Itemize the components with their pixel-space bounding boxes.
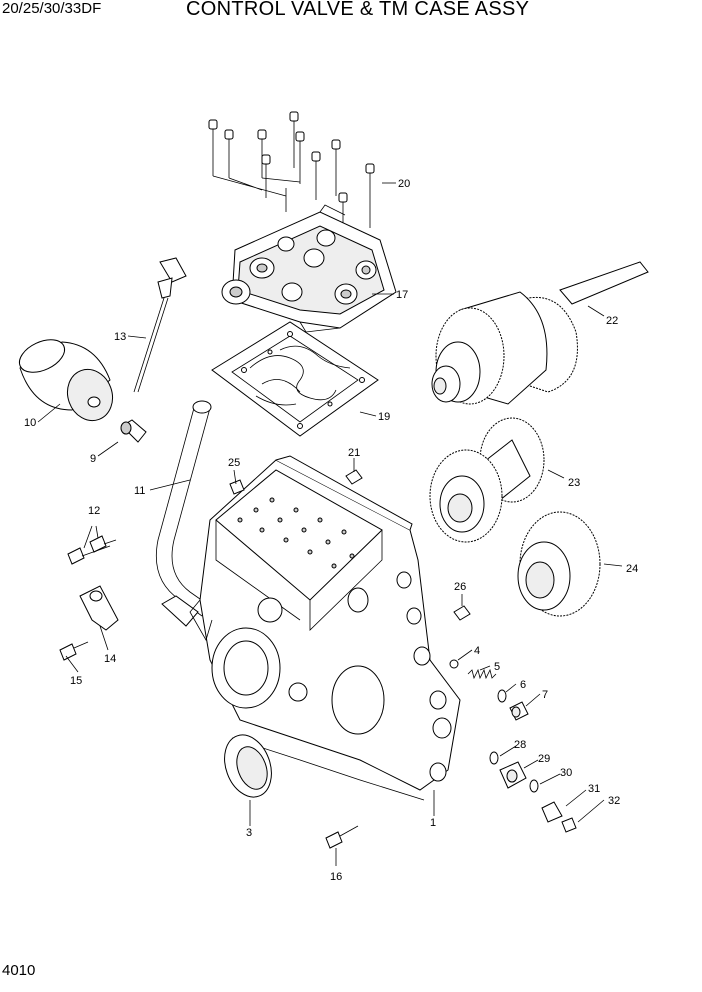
o-ring-6 (497, 689, 507, 703)
oil-seal-3 (224, 734, 272, 798)
callout-14: 14 (104, 653, 116, 665)
callout-13: 13 (114, 331, 126, 343)
callouts: 20 17 19 13 10 9 11 12 14 15 22 23 24 25… (24, 178, 638, 883)
callout-26: 26 (454, 581, 466, 593)
callout-6: 6 (520, 679, 526, 691)
fitting-9 (120, 419, 147, 443)
pipe-11 (155, 400, 212, 627)
callout-4: 4 (474, 645, 480, 657)
callout-23: 23 (568, 477, 580, 489)
gear-assy-23 (429, 417, 545, 543)
housing-29 (499, 761, 527, 789)
callout-30: 30 (560, 767, 572, 779)
page-title: CONTROL VALVE & TM CASE ASSY (186, 0, 530, 20)
oil-filter-10 (18, 339, 114, 422)
bolts-12 (67, 535, 117, 565)
callout-17: 17 (396, 289, 408, 301)
callout-16: 16 (330, 871, 342, 883)
leader-lines (37, 182, 623, 866)
callout-20: 20 (398, 178, 410, 190)
ball-4 (449, 659, 459, 669)
gasket-19 (211, 321, 379, 437)
clutch-assy-22 (431, 261, 649, 405)
model-label: 20/25/30/33DF (2, 0, 102, 17)
control-valve-17 (221, 204, 397, 333)
callout-11: 11 (134, 485, 145, 497)
callout-15: 15 (70, 675, 82, 687)
callout-5: 5 (494, 661, 500, 673)
callout-9: 9 (90, 453, 96, 465)
callout-25: 25 (228, 457, 240, 469)
dipstick-13 (133, 257, 187, 393)
o-ring-28 (489, 751, 499, 765)
callout-10: 10 (24, 417, 36, 429)
spring-5 (467, 668, 497, 680)
pin-26 (453, 605, 471, 621)
bolt-15 (59, 641, 89, 661)
callout-12: 12 (88, 505, 100, 517)
callout-1: 1 (430, 817, 436, 829)
page-number: 4010 (2, 962, 36, 979)
plug-25 (229, 479, 245, 495)
callout-28: 28 (514, 739, 526, 751)
gear-assy-24 (517, 511, 601, 617)
ring-21 (345, 469, 363, 485)
callout-24: 24 (626, 563, 638, 575)
callout-29: 29 (538, 753, 550, 765)
callout-21: 21 (348, 447, 360, 459)
bracket-31 (541, 801, 563, 823)
bracket-14 (79, 585, 119, 631)
callout-22: 22 (606, 315, 618, 327)
callout-19: 19 (378, 411, 390, 423)
plug-7 (509, 701, 529, 721)
o-ring-30 (529, 779, 539, 793)
callout-32: 32 (608, 795, 620, 807)
callout-31: 31 (588, 783, 600, 795)
bolt-set-20 (208, 111, 375, 228)
transmission-case-1 (189, 455, 461, 801)
bolt-16 (325, 825, 359, 849)
bolt-32 (561, 817, 577, 833)
callout-3: 3 (246, 827, 252, 839)
callout-7: 7 (542, 689, 548, 701)
